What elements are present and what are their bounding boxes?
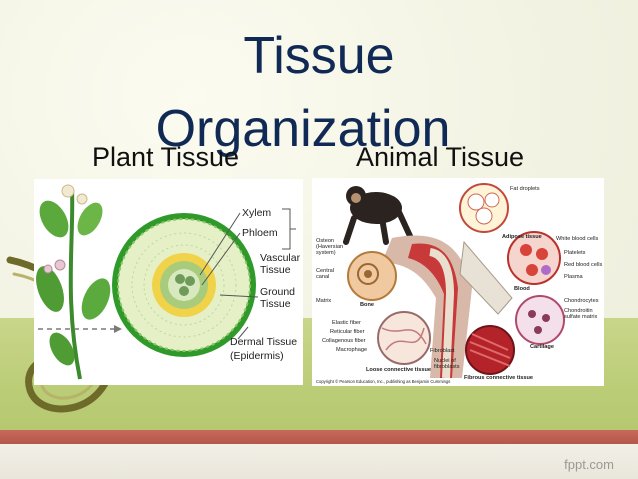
bottom-band [0,444,638,479]
label-fat-droplets: Fat droplets [510,186,540,192]
label-central-1: Central [316,268,334,274]
animal-tissue-panel: Fat droplets Adipose tissue White blood … [312,178,604,386]
plant-tissue-diagram: Xylem Phloem Vascular Tissue Ground Tiss… [36,184,301,380]
label-loose-connective: Loose connective tissue [366,367,431,373]
label-phloem: Phloem [242,227,278,239]
label-fibrous-connective: Fibrous connective tissue [464,375,533,381]
plant-illustration [36,184,111,380]
label-central-2: canal [316,274,329,280]
label-ground-2: Tissue [260,298,291,310]
label-fibroblast: Fibroblast [430,348,455,354]
label-adipose: Adipose tissue [502,234,542,240]
stem-cross-section [112,213,256,357]
slide-title-line1: Tissue [243,27,395,85]
label-blood: Blood [514,286,530,292]
copyright-note: Copyright © Pearson Education, Inc., pub… [316,379,450,384]
label-chondrocytes: Chondrocytes [564,298,599,304]
label-matrix: Matrix [316,298,331,304]
label-rbc: Red blood cells [564,262,602,268]
label-reticular: Reticular fiber [330,329,365,335]
animal-tissue-diagram: Fat droplets Adipose tissue White blood … [316,183,602,384]
label-platelets: Platelets [564,250,586,256]
label-nuclei-1: Nuclei of [434,358,456,364]
label-cartilage: Cartilage [530,344,554,350]
plant-tissue-heading: Plant Tissue [92,142,240,172]
label-chondroitin-1: Chondroitin [564,308,593,314]
label-nuclei-2: fibroblasts [434,364,460,370]
label-ground-1: Ground [260,286,295,298]
chimpanzee-illustration [343,186,413,245]
red-band [0,430,638,444]
label-vascular-1: Vascular [260,252,301,264]
adipose-circle [459,183,509,233]
blood-circle [507,231,561,285]
loose-connective-circle [377,311,431,365]
label-osteon-2: (Haversian [316,244,343,250]
label-osteon-3: system) [316,250,336,256]
animal-tissue-heading: Animal Tissue [356,142,525,172]
label-collagenous: Collagenous fiber [322,338,366,344]
label-vascular-2: Tissue [260,264,291,276]
label-wbc: White blood cells [556,236,598,242]
label-plasma: Plasma [564,274,584,280]
label-osteon-1: Osteon [316,238,334,244]
fibrous-connective-circle [465,325,515,375]
label-bone: Bone [360,302,374,308]
label-dermal-2: (Epidermis) [230,350,284,362]
label-macrophage: Macrophage [336,347,367,353]
label-xylem: Xylem [242,207,271,219]
bone-circle [347,251,397,301]
cartilage-circle [515,295,565,345]
plant-tissue-panel: Xylem Phloem Vascular Tissue Ground Tiss… [34,179,303,385]
slide-title-line2: Organization [155,100,451,158]
limb-illustration [382,235,513,379]
label-elastic: Elastic fiber [332,320,361,326]
label-dermal-1: Dermal Tissue [230,336,297,348]
label-chondroitin-2: sulfate matrix [564,314,597,320]
watermark: fppt.com [564,457,614,472]
